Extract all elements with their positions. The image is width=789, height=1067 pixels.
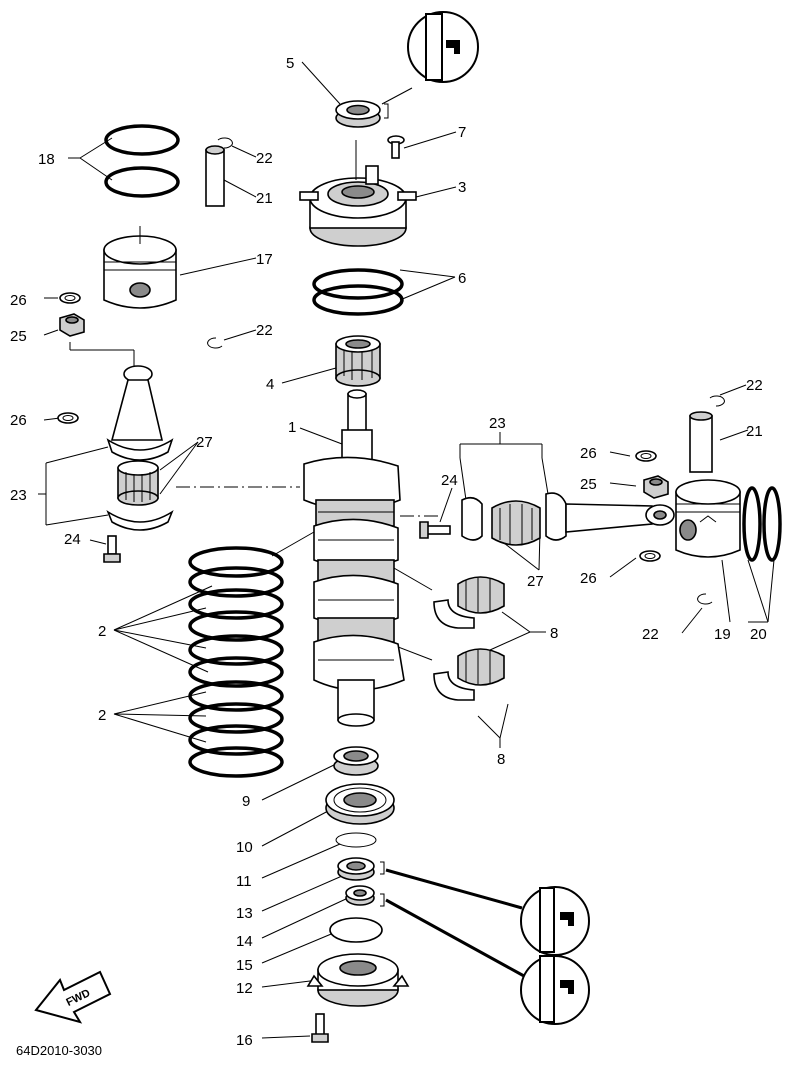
- callout-22: 22: [256, 322, 273, 339]
- piston-rings-part-20: [742, 486, 782, 562]
- callout-26: 26: [10, 292, 27, 309]
- callout-26: 26: [580, 445, 597, 462]
- rod-bolt-part-24-left: [103, 535, 121, 563]
- grease-icon-bottom-b: [520, 955, 590, 1025]
- callout-26: 26: [580, 570, 597, 587]
- washer-part-26-a: [59, 292, 81, 304]
- bolt-part-16: [311, 1013, 329, 1043]
- callout-25: 25: [580, 476, 597, 493]
- callout-15: 15: [236, 957, 253, 974]
- callout-17: 17: [256, 251, 273, 268]
- callout-6: 6: [458, 270, 466, 287]
- seal-rings-part-6: [312, 268, 404, 316]
- callout-22: 22: [256, 150, 273, 167]
- needle-bearing-part-4: [335, 335, 381, 387]
- callout-18: 18: [38, 151, 55, 168]
- rod-bearing-part-27-right: [491, 500, 541, 546]
- callout-5: 5: [286, 55, 294, 72]
- callout-24: 24: [64, 531, 81, 548]
- bracket-marks: [380, 103, 389, 907]
- seal-part-9: [333, 746, 379, 776]
- piston-part-17: [103, 226, 177, 309]
- circlip-part-22-c: [709, 395, 725, 407]
- callout-22: 22: [746, 377, 763, 394]
- nut-part-25-b: [643, 475, 669, 499]
- oil-seal-part-5: [335, 100, 381, 128]
- callout-27: 27: [527, 573, 544, 590]
- seal-part-13: [337, 857, 375, 881]
- callout-11: 11: [236, 873, 252, 890]
- seal-part-14: [345, 885, 375, 906]
- bolt-part-7: [387, 135, 405, 159]
- washer-part-26-b: [57, 412, 79, 424]
- circlip-part-22-a: [217, 137, 233, 149]
- callout-3: 3: [458, 179, 466, 196]
- circlip-part-11: [335, 832, 377, 848]
- callout-2: 2: [98, 707, 106, 724]
- nut-part-25-a: [59, 313, 85, 337]
- callout-23: 23: [489, 415, 506, 432]
- callout-21: 21: [746, 423, 763, 440]
- callout-26: 26: [10, 412, 27, 429]
- bearing-housing-part-12: [306, 953, 410, 1007]
- bearing-housing-part-3: [299, 140, 417, 247]
- fwd-arrow-icon: FWD: [34, 970, 112, 1024]
- diagram-code: 64D2010-3030: [16, 1043, 102, 1058]
- washer-part-26-c: [635, 450, 657, 462]
- piston-part-19: [675, 479, 741, 558]
- callout-24: 24: [441, 472, 458, 489]
- callout-8: 8: [497, 751, 505, 768]
- callout-12: 12: [236, 980, 253, 997]
- connecting-rod-part-23-right: [461, 492, 675, 541]
- callout-7: 7: [458, 124, 466, 141]
- main-bearing-part-8-a: [433, 576, 505, 629]
- callout-20: 20: [750, 626, 767, 643]
- callout-14: 14: [236, 933, 253, 950]
- grease-icon-bottom-a: [520, 886, 590, 956]
- circlip-part-22-b: [207, 337, 223, 349]
- washer-part-26-d: [639, 550, 661, 562]
- piston-rings-part-18: [104, 124, 180, 198]
- callout-23: 23: [10, 487, 27, 504]
- callout-10: 10: [236, 839, 253, 856]
- piston-pin-part-21-b: [689, 411, 713, 473]
- leader-lines: [38, 61, 775, 1039]
- grease-icon-top: [407, 11, 479, 83]
- callout-25: 25: [10, 328, 27, 345]
- rod-bolt-part-24-right: [419, 521, 451, 539]
- callout-4: 4: [266, 376, 274, 393]
- callout-8: 8: [550, 625, 558, 642]
- callout-13: 13: [236, 905, 253, 922]
- piston-pin-part-21-a: [205, 145, 225, 207]
- callout-21: 21: [256, 190, 273, 207]
- callout-27: 27: [196, 434, 213, 451]
- callout-19: 19: [714, 626, 731, 643]
- rod-bearing-part-27-left: [117, 460, 159, 506]
- callout-9: 9: [242, 793, 250, 810]
- callout-16: 16: [236, 1032, 253, 1049]
- circlip-part-22-d: [697, 593, 713, 605]
- main-bearing-part-8-b: [433, 648, 505, 701]
- callout-1: 1: [288, 419, 296, 436]
- o-ring-part-15: [329, 917, 383, 943]
- connecting-rod-part-23-left: [69, 342, 174, 531]
- callout-2: 2: [98, 623, 106, 640]
- crankshaft-part-1: [303, 389, 405, 727]
- ring-stack-part-2: [188, 546, 284, 778]
- callout-22: 22: [642, 626, 659, 643]
- ball-bearing-part-10: [325, 783, 395, 825]
